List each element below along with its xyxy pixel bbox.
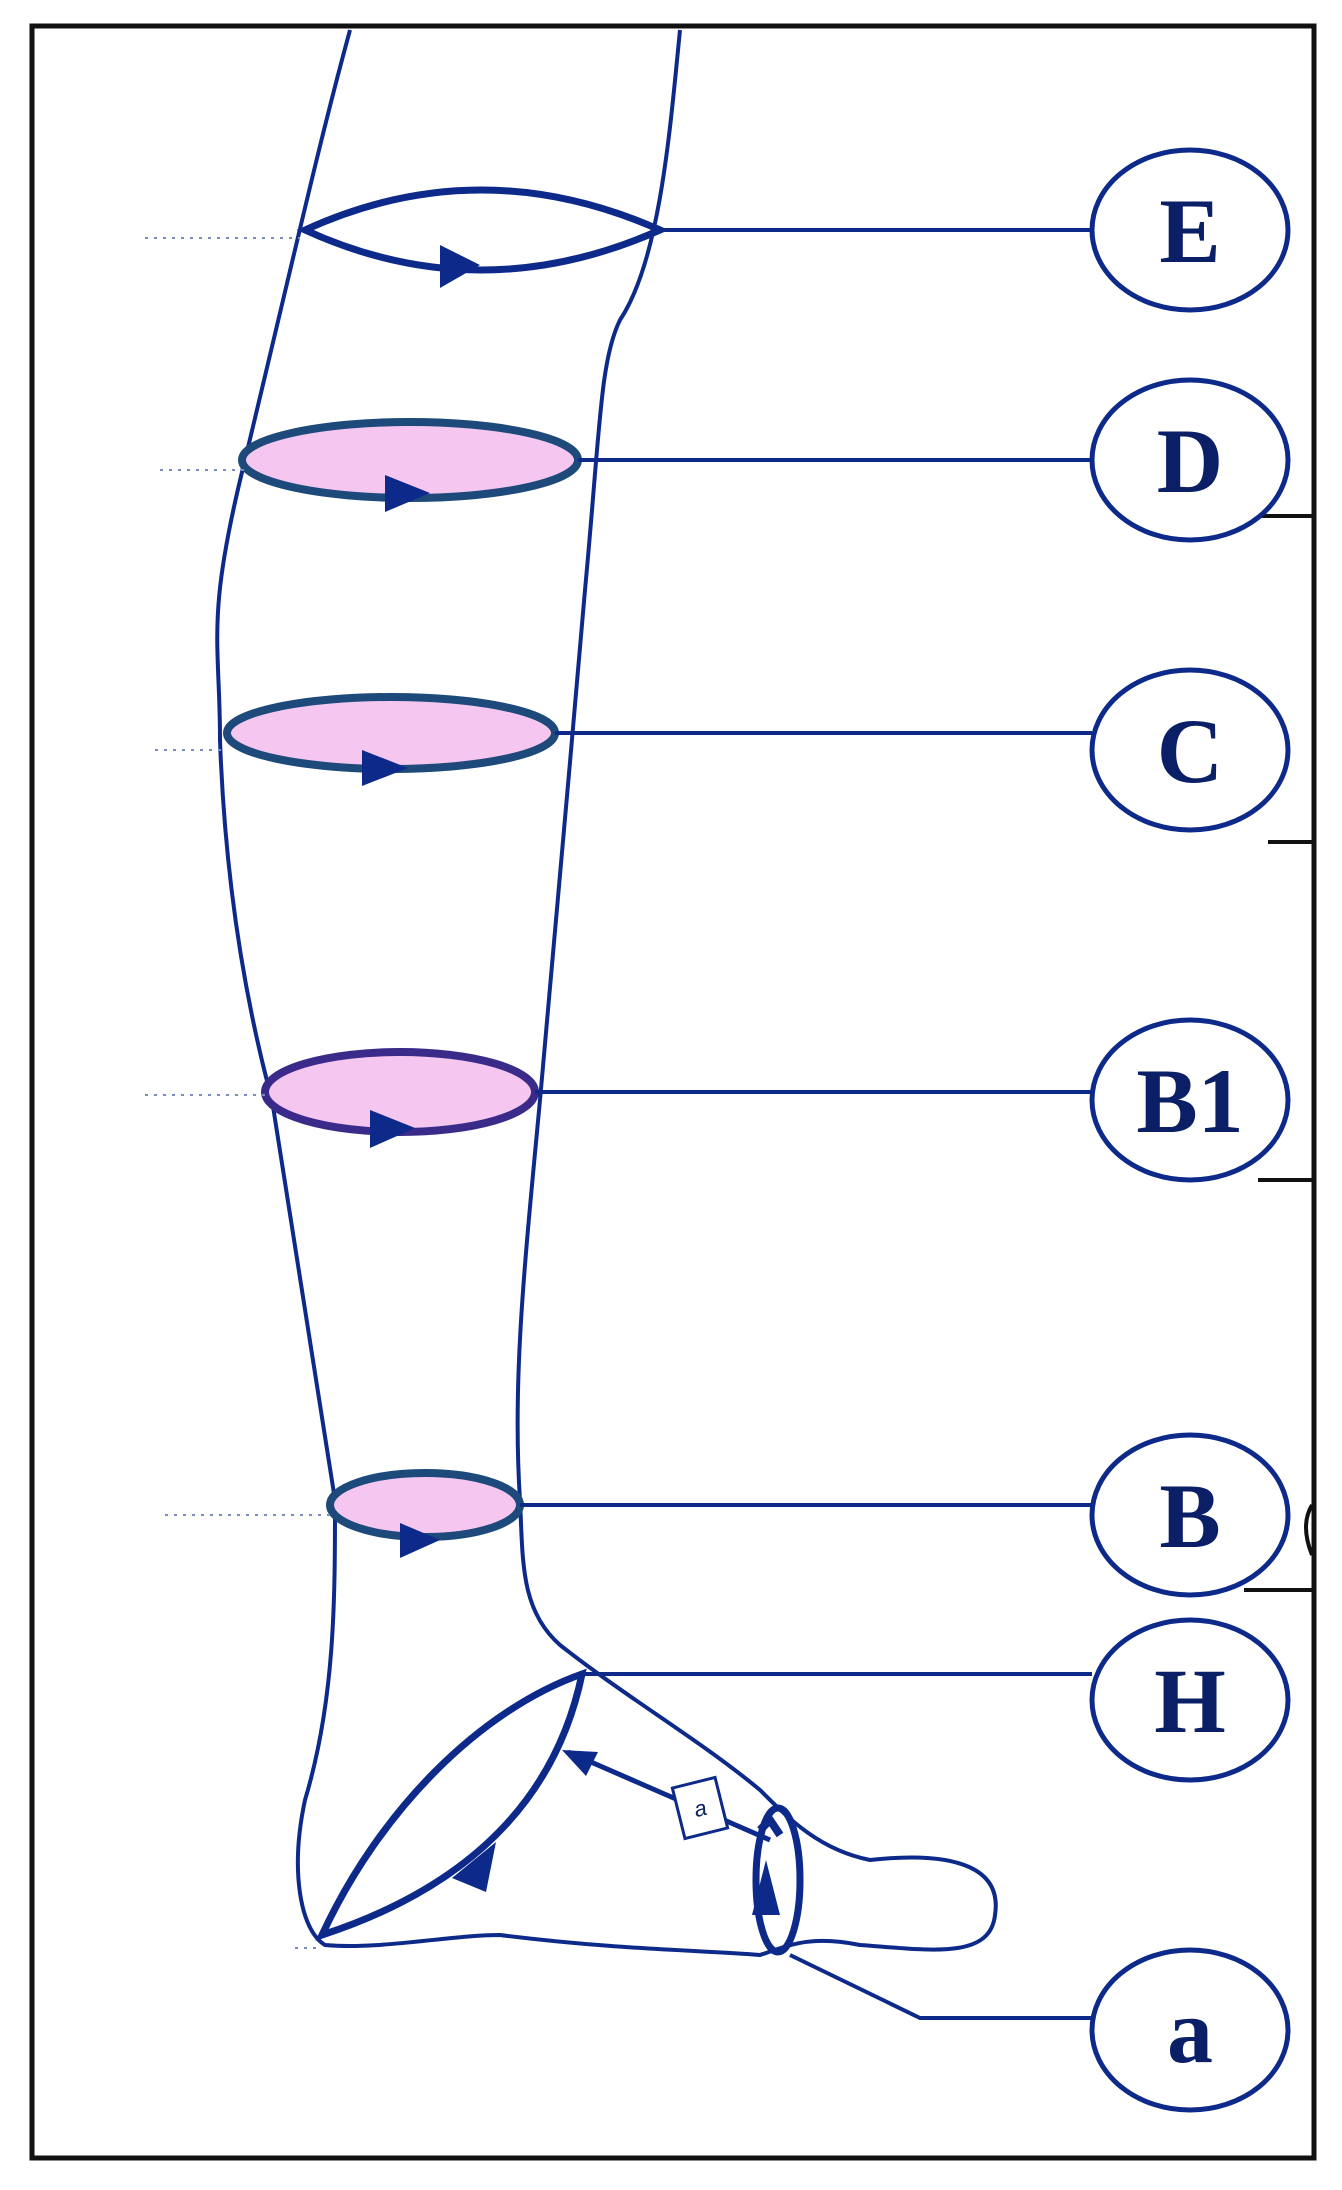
callout-C: C: [1089, 667, 1291, 833]
ring-B1: [261, 1048, 539, 1148]
arrow-B-icon: [400, 1523, 440, 1558]
callout-B: B: [1089, 1432, 1291, 1598]
arrow-H-icon: [452, 1842, 496, 1892]
ring-E: [296, 186, 669, 288]
label-H: H: [1154, 1650, 1226, 1752]
callout-H: H: [1089, 1617, 1291, 1783]
arrow-a-icon: [752, 1860, 780, 1915]
label-a: a: [1167, 1980, 1213, 2082]
arrow-C-icon: [362, 750, 408, 786]
callout-D: D: [1089, 377, 1291, 543]
callout-E: E: [1089, 147, 1291, 313]
arrow-B1-icon: [370, 1110, 415, 1148]
leg-outline: [215, 29, 998, 1958]
measure-box-label: a: [691, 1795, 709, 1822]
dotted-guides: [145, 237, 330, 1949]
ring-H: [315, 1668, 587, 1941]
arrowhead-left-icon: [562, 1750, 598, 1776]
callout-B1: B1: [1089, 1017, 1291, 1183]
ring-a: [752, 1804, 804, 1956]
label-B: B: [1159, 1465, 1220, 1567]
callout-a: a: [1089, 1947, 1291, 2113]
ring-C: [223, 693, 559, 786]
arrow-E-icon: [440, 245, 480, 288]
label-C: C: [1157, 700, 1223, 802]
ring-B: [326, 1469, 524, 1558]
frame-border: [29, 23, 1317, 2161]
label-E: E: [1159, 180, 1220, 282]
label-B1: B1: [1136, 1050, 1243, 1152]
frame-ticks: [1244, 514, 1314, 1592]
measurement-arrow: a: [562, 1749, 771, 1843]
leader-lines: [520, 228, 1092, 2020]
ring-D: [238, 418, 582, 512]
label-D: D: [1157, 410, 1223, 512]
arrow-D-icon: [385, 475, 430, 512]
frame-edge-mark: [1304, 1503, 1314, 1556]
